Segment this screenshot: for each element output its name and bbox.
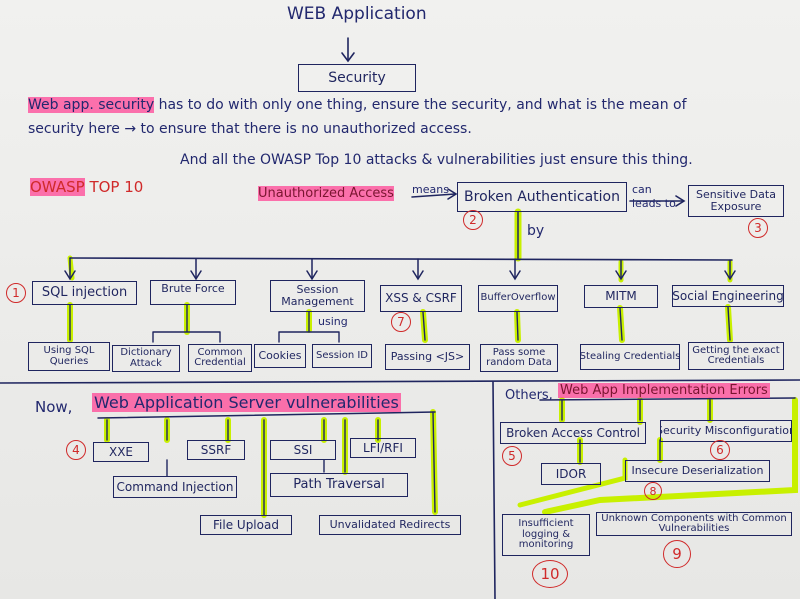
intro-line-2: security here → to ensure that there is … bbox=[28, 121, 472, 137]
owasp-highlight: OWASP bbox=[30, 178, 85, 196]
category-session-management: Session Management bbox=[270, 280, 365, 312]
subitem-session-id: Session ID bbox=[312, 344, 372, 368]
by-label: by bbox=[527, 223, 545, 239]
means-label: means bbox=[412, 183, 449, 196]
impl-section-title: Web App Implementation Errors bbox=[558, 383, 770, 398]
security-box: Security bbox=[298, 64, 416, 92]
using-label: using bbox=[318, 315, 348, 328]
server-item-lfi-rfi: LFI/RFI bbox=[350, 438, 416, 458]
intro-line-3: And all the OWASP Top 10 attacks & vulne… bbox=[180, 152, 693, 168]
broken-authentication-box: Broken Authentication bbox=[457, 182, 627, 212]
server-item-path-traversal: Path Traversal bbox=[270, 473, 408, 497]
number-9: 9 bbox=[663, 540, 691, 568]
intro-line-1: Web app. security has to do with only on… bbox=[28, 97, 687, 113]
subitem-common-credential: Common Credential bbox=[188, 344, 252, 372]
number-1: 1 bbox=[6, 283, 26, 303]
impl-item-unknown-components: Unknown Components with Common Vulnerabi… bbox=[596, 512, 792, 536]
impl-item-security-misconfiguration: Security Misconfiguration bbox=[660, 420, 792, 442]
impl-item-idor: IDOR bbox=[541, 463, 601, 485]
number-6: 6 bbox=[710, 440, 730, 460]
server-item-command-injection: Command Injection bbox=[113, 476, 237, 498]
category-xss-csrf: XSS & CSRF bbox=[380, 285, 462, 312]
category-brute-force: Brute Force bbox=[150, 280, 236, 305]
impl-item-broken-access-control: Broken Access Control bbox=[500, 422, 646, 444]
intro-line-1-rest: has to do with only one thing, ensure th… bbox=[158, 97, 687, 113]
impl-item-insecure-deserialization: Insecure Deserialization bbox=[625, 460, 770, 482]
subitem-cookies: Cookies bbox=[254, 344, 306, 368]
owasp-title-rest: TOP 10 bbox=[89, 178, 144, 196]
server-item-unvalidated-redirects: Unvalidated Redirects bbox=[319, 515, 461, 535]
number-3: 3 bbox=[748, 218, 768, 238]
subitem-getting-exact-credentials: Getting the exact Credentials bbox=[688, 342, 784, 370]
server-item-xxe: XXE bbox=[93, 442, 149, 462]
sensitive-data-exposure-box: Sensitive Data Exposure bbox=[688, 185, 784, 217]
category-buffer-overflow: BufferOverflow bbox=[478, 285, 558, 312]
subitem-passing-js: Passing <JS> bbox=[385, 344, 470, 370]
number-4: 4 bbox=[66, 440, 86, 460]
category-mitm: MITM bbox=[584, 285, 658, 308]
subitem-stealing-credentials: Stealing Credentials bbox=[580, 344, 680, 370]
number-5: 5 bbox=[502, 446, 522, 466]
subitem-dictionary-attack: Dictionary Attack bbox=[112, 345, 180, 372]
owasp-title: OWASP TOP 10 bbox=[30, 178, 143, 196]
subitem-using-sql-queries: Using SQL Queries bbox=[28, 342, 110, 371]
server-item-ssrf: SSRF bbox=[187, 440, 245, 460]
impl-item-insufficient-logging: Insufficient logging & monitoring bbox=[502, 514, 590, 556]
number-8: 8 bbox=[644, 482, 662, 500]
subitem-pass-random-data: Pass some random Data bbox=[480, 344, 558, 372]
page-title: WEB Application bbox=[287, 4, 427, 24]
number-7: 7 bbox=[391, 312, 411, 332]
category-sql-injection: SQL injection bbox=[32, 281, 137, 305]
server-item-file-upload: File Upload bbox=[200, 515, 292, 535]
number-10: 10 bbox=[532, 560, 568, 588]
unauthorized-access-label: Unauthorized Access bbox=[258, 186, 394, 201]
can-leads-to-label: can leads to bbox=[632, 183, 676, 210]
others-label: Others, bbox=[505, 388, 553, 403]
now-label: Now, bbox=[35, 398, 73, 416]
server-item-ssi: SSI bbox=[270, 440, 336, 460]
number-2: 2 bbox=[463, 210, 483, 230]
server-section-title: Web Application Server vulnerabilities bbox=[92, 393, 401, 412]
category-social-engineering: Social Engineering bbox=[672, 285, 784, 307]
intro-highlight: Web app. security bbox=[28, 97, 155, 113]
